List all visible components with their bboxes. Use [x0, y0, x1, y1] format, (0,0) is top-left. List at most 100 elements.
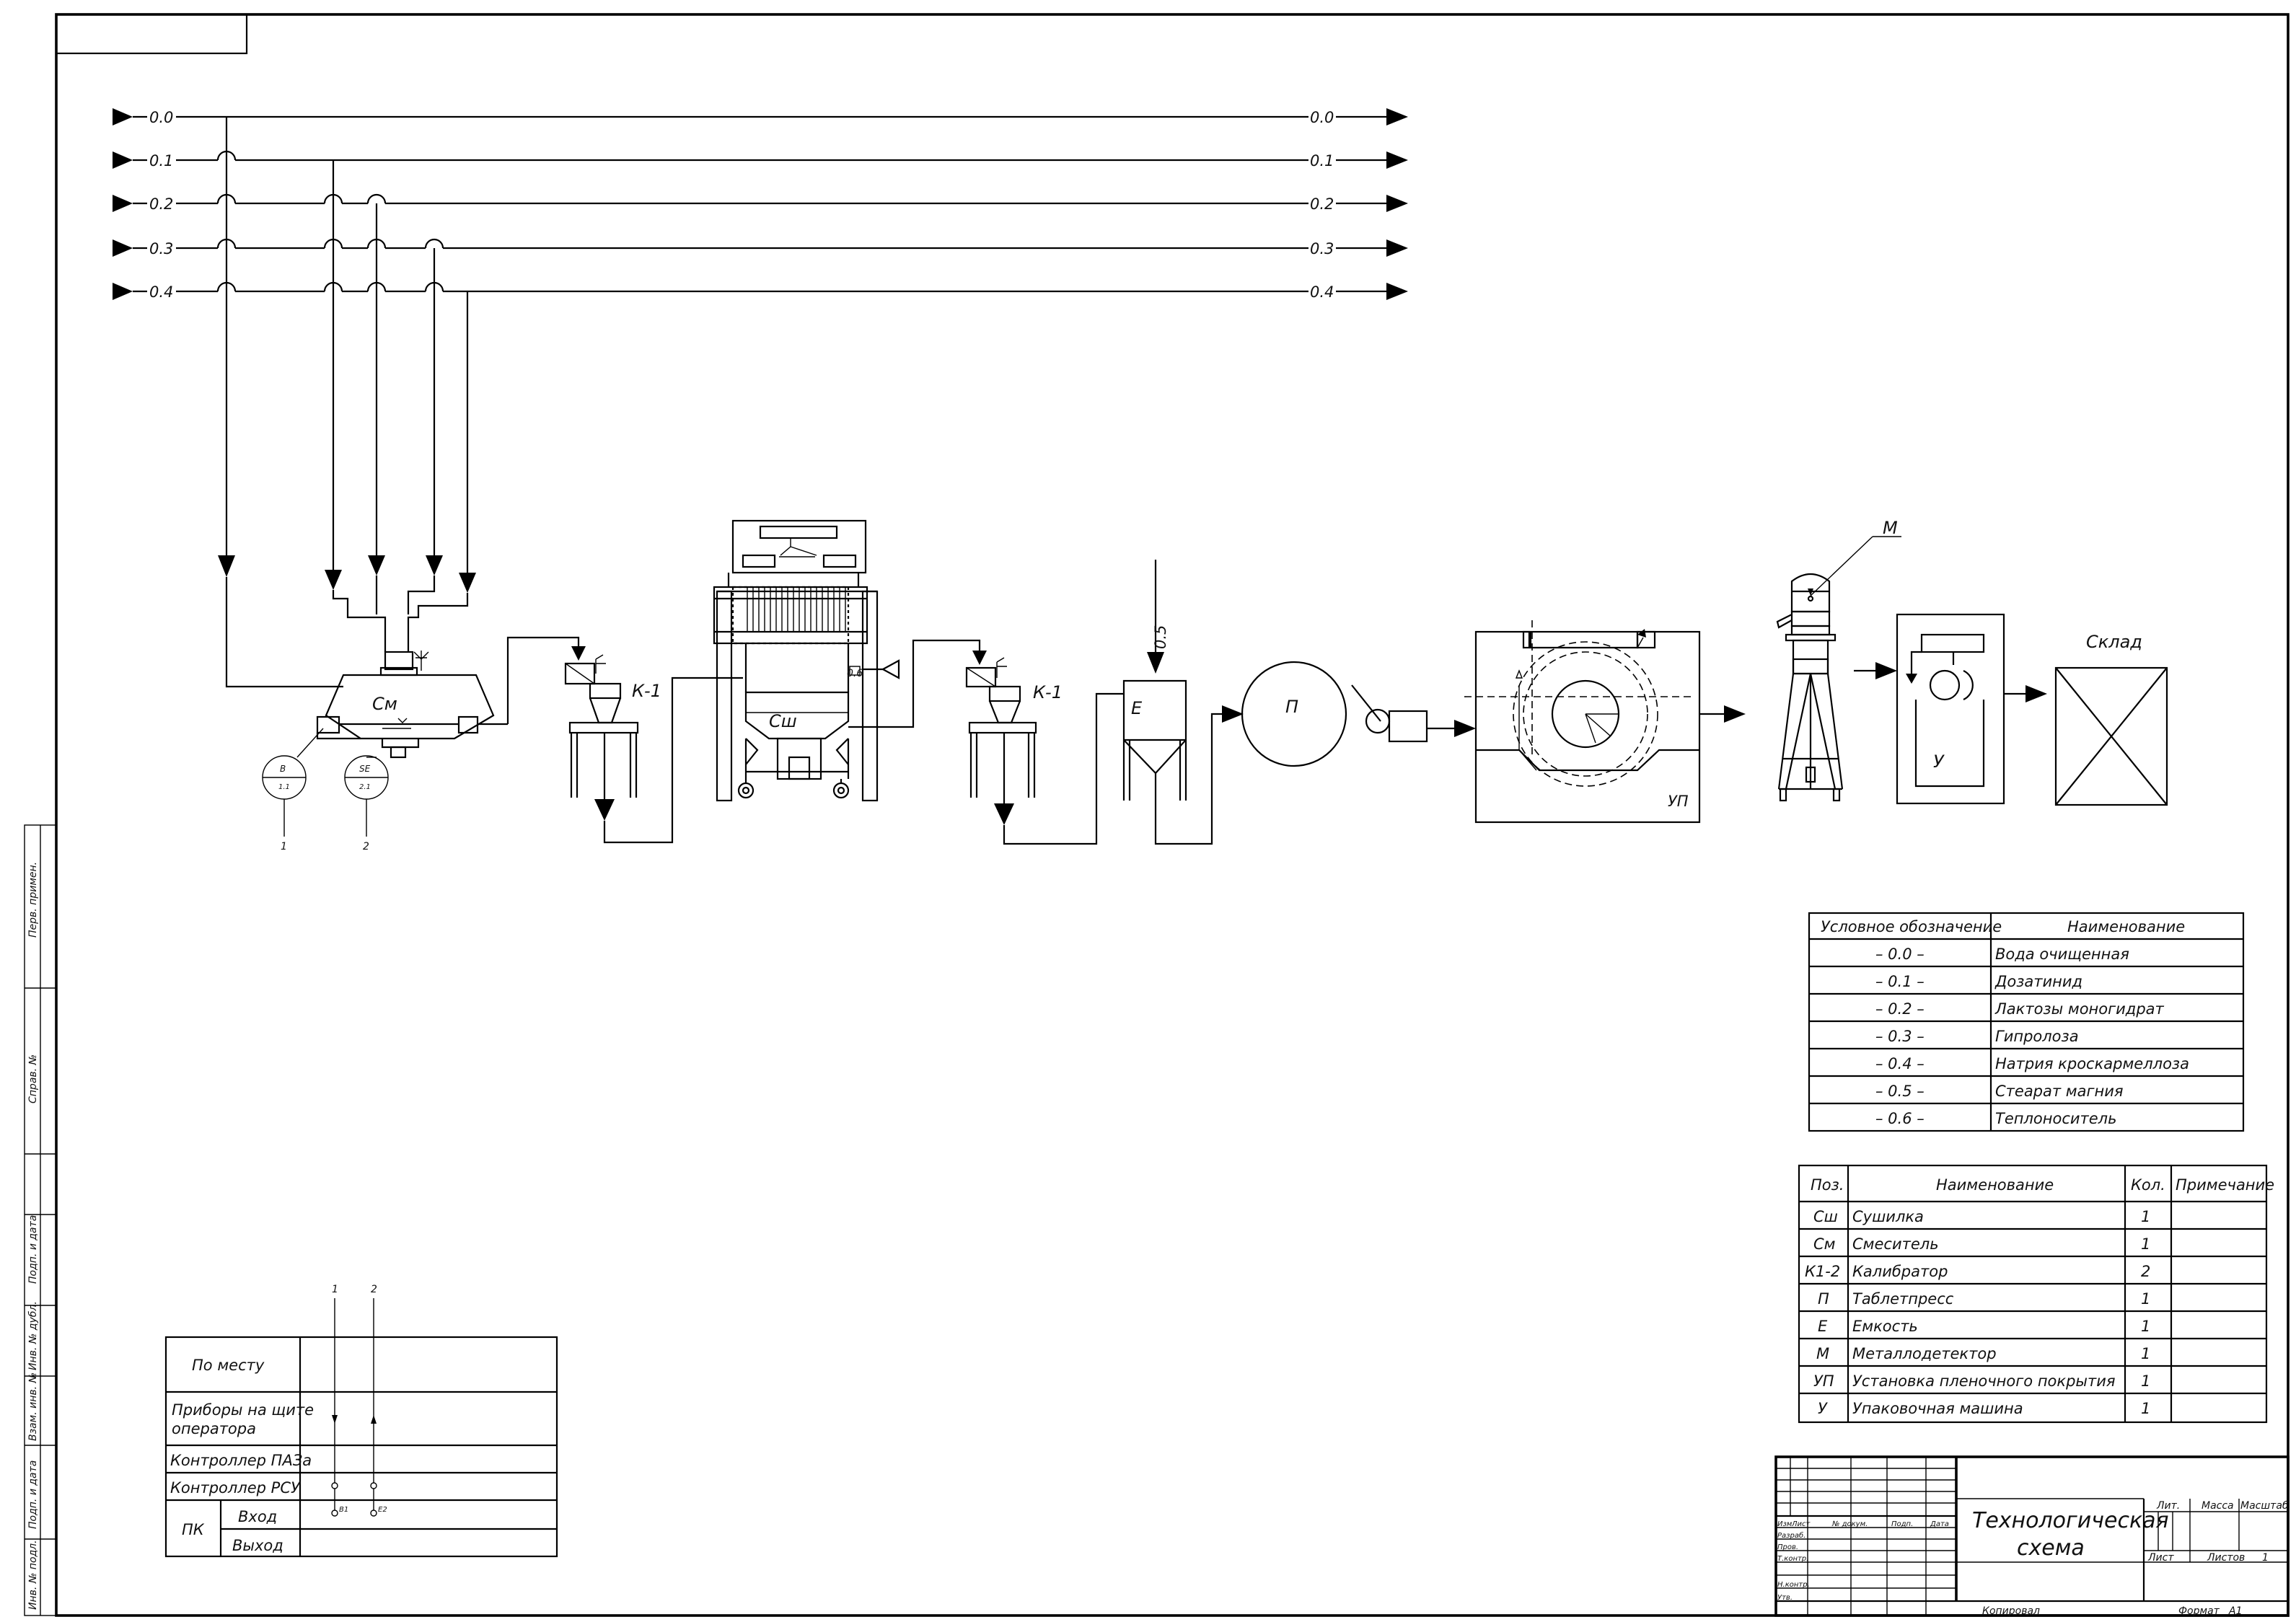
feed-lines-to-mixer	[218, 117, 476, 688]
svg-text:Установка пленочного покрытия: Установка пленочного покрытия	[1852, 1372, 2116, 1390]
dryer-label: Сш	[769, 711, 797, 731]
svg-text:Упаковочная машина: Упаковочная машина	[1852, 1400, 2023, 1417]
metal-detector: М	[1776, 518, 1901, 802]
svg-text:Листов: Листов	[2207, 1552, 2245, 1564]
svg-text:1: 1	[2141, 1208, 2150, 1225]
legend-code-0: – 0.0 –	[1875, 946, 1925, 963]
row-panel-1: Приборы на щите	[172, 1401, 314, 1419]
side-stamp-6: Подп. и дата	[27, 1460, 39, 1529]
coating-unit: УП	[1464, 620, 1701, 824]
svg-text:Т.контр.: Т.контр.	[1777, 1555, 1808, 1563]
svg-text:М: М	[1816, 1345, 1829, 1362]
svg-text:2: 2	[2141, 1263, 2150, 1280]
svg-text:Масса: Масса	[2202, 1500, 2234, 1512]
warehouse-label: Склад	[2086, 632, 2142, 652]
svg-text:Лист: Лист	[1791, 1520, 1811, 1528]
drawing-frame: Перв. примен. Справ. № Подп. и дата Инв.…	[24, 13, 2290, 1617]
svg-text:Сушилка: Сушилка	[1852, 1208, 1924, 1225]
legend-code-2: – 0.2 –	[1875, 1000, 1925, 1018]
pipeline-label-right: 0.2	[1310, 195, 1334, 213]
svg-text:1: 1	[281, 841, 287, 852]
svg-text:Копировал: Копировал	[1982, 1605, 2040, 1617]
svg-text:Смеситель: Смеситель	[1852, 1235, 1939, 1253]
pipeline-label-right: 0.1	[1310, 152, 1334, 169]
row-local: По месту	[192, 1357, 265, 1374]
svg-text:У: У	[1818, 1400, 1828, 1417]
legend-code-6: – 0.6 –	[1875, 1110, 1925, 1127]
spec-header-pos: Поз.	[1811, 1176, 1844, 1194]
pipeline-label-left: 0.1	[149, 152, 173, 169]
svg-text:1: 1	[2141, 1235, 2150, 1253]
svg-text:2: 2	[363, 841, 369, 852]
side-stamp-5: Взам. инв. №	[27, 1372, 39, 1441]
container-label: Е	[1131, 698, 1143, 718]
side-stamp-7: Инв. № подл.	[27, 1540, 39, 1610]
pipeline-label-left: 0.0	[149, 109, 173, 126]
control-table: По месту Приборы на щите оператора Контр…	[164, 1284, 558, 1558]
container-e: 0.5 Е	[1122, 560, 1225, 845]
svg-text:УП: УП	[1813, 1372, 1834, 1390]
row-output: Выход	[232, 1537, 283, 1554]
svg-text:2.1: 2.1	[359, 783, 371, 791]
legend-name-2: Лактозы моногидрат	[1994, 1000, 2165, 1018]
spec-header-qty: Кол.	[2131, 1176, 2165, 1194]
pipeline-0-6-label: 0.6	[847, 668, 863, 679]
pipeline-label-left: 0.2	[149, 195, 173, 213]
svg-text:А1: А1	[2228, 1605, 2242, 1617]
legend-header-name: Наименование	[2067, 918, 2185, 935]
svg-text:Масштаб: Масштаб	[2240, 1500, 2289, 1512]
mixer-label: См	[372, 694, 397, 714]
metal-detector-label: М	[1883, 518, 1898, 538]
legend-code-5: – 0.5 –	[1875, 1083, 1925, 1100]
spec-table: Поз. Наименование Кол. Примечание Сш Суш…	[1798, 1164, 2274, 1424]
row-rsu: Контроллер РСУ	[170, 1479, 301, 1497]
svg-text:Е: Е	[1818, 1318, 1828, 1335]
pipeline-label-left: 0.3	[149, 240, 173, 257]
pipeline-0-4: 0.4 0.4	[113, 281, 1408, 301]
legend-table: Условное обозначение Наименование – 0.0 …	[1808, 912, 2245, 1132]
spec-header-name: Наименование	[1936, 1176, 2054, 1194]
svg-text:Изм: Изм	[1777, 1520, 1793, 1528]
heat-carrier-inlet: 0.5 0.6	[847, 659, 900, 679]
legend-code-4: – 0.4 –	[1875, 1055, 1925, 1072]
svg-text:Металлодетектор: Металлодетектор	[1852, 1345, 1997, 1362]
svg-text:Н.контр.: Н.контр.	[1777, 1581, 1810, 1589]
legend-name-6: Теплоноситель	[1995, 1110, 2116, 1127]
svg-text:Разраб.: Разраб.	[1777, 1531, 1805, 1540]
svg-text:См: См	[1813, 1235, 1836, 1253]
svg-text:П: П	[1818, 1290, 1829, 1308]
mixer: См	[316, 651, 508, 759]
row-panel-2: оператора	[172, 1420, 256, 1437]
pipeline-0-1: 0.1 0.1	[113, 150, 1408, 169]
row-paz: Контроллер ПАЗа	[170, 1452, 312, 1469]
svg-text:Лит.: Лит.	[2156, 1500, 2180, 1512]
svg-text:SE: SE	[359, 764, 371, 774]
side-stamp-3: Подп. и дата	[27, 1215, 39, 1284]
svg-text:1: 1	[2141, 1372, 2150, 1390]
row-pk: ПК	[182, 1521, 205, 1538]
drawing-title-line-2: схема	[2017, 1535, 2085, 1561]
tablet-press: П	[1241, 661, 1428, 767]
svg-text:Подп.: Подп.	[1891, 1520, 1913, 1528]
legend-header-symbol: Условное обозначение	[1821, 918, 2002, 935]
legend-code-3: – 0.3 –	[1875, 1028, 1925, 1045]
instrument-2: SE 2.1 2	[344, 755, 389, 852]
pipeline-label-right: 0.3	[1310, 240, 1334, 257]
svg-text:Лист: Лист	[2147, 1552, 2174, 1564]
instrument-1: В 1.1 1	[262, 728, 324, 852]
svg-text:В: В	[280, 764, 286, 774]
legend-name-0: Вода очищенная	[1995, 946, 2129, 963]
pipeline-label-right: 0.4	[1310, 283, 1334, 301]
svg-text:Калибратор: Калибратор	[1852, 1263, 1948, 1280]
line-calibrator-2-to-container	[1003, 692, 1124, 845]
title-block: Изм Лист № докум. Подп. Дата Разраб. Про…	[1774, 1455, 2290, 1617]
svg-text:1: 1	[2262, 1552, 2269, 1564]
coating-label: УП	[1668, 793, 1689, 810]
signal-label-1: B1	[339, 1506, 348, 1514]
pipeline-0-0: 0.0 0.0	[113, 108, 1408, 126]
calibrator-2-label: К-1	[1033, 682, 1063, 702]
press-label: П	[1285, 697, 1298, 717]
column-number-1: 1	[332, 1284, 338, 1295]
row-input: Вход	[238, 1508, 277, 1525]
